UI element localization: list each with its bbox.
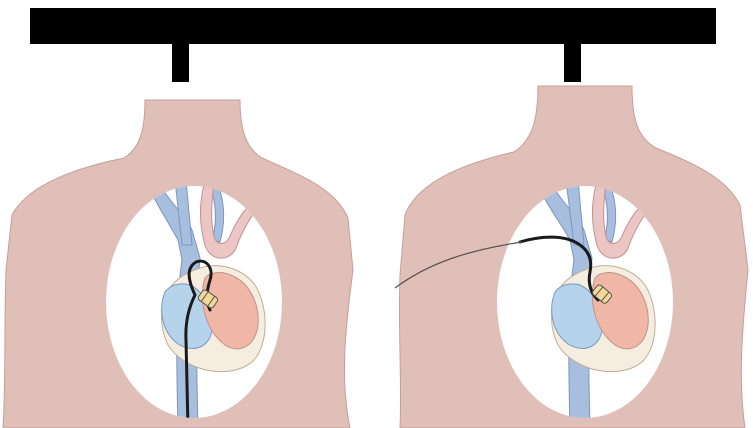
left-connector xyxy=(172,44,189,82)
left-panel xyxy=(3,100,353,428)
right-panel xyxy=(395,86,748,428)
right-connector xyxy=(564,44,581,82)
top-bar xyxy=(30,8,716,44)
